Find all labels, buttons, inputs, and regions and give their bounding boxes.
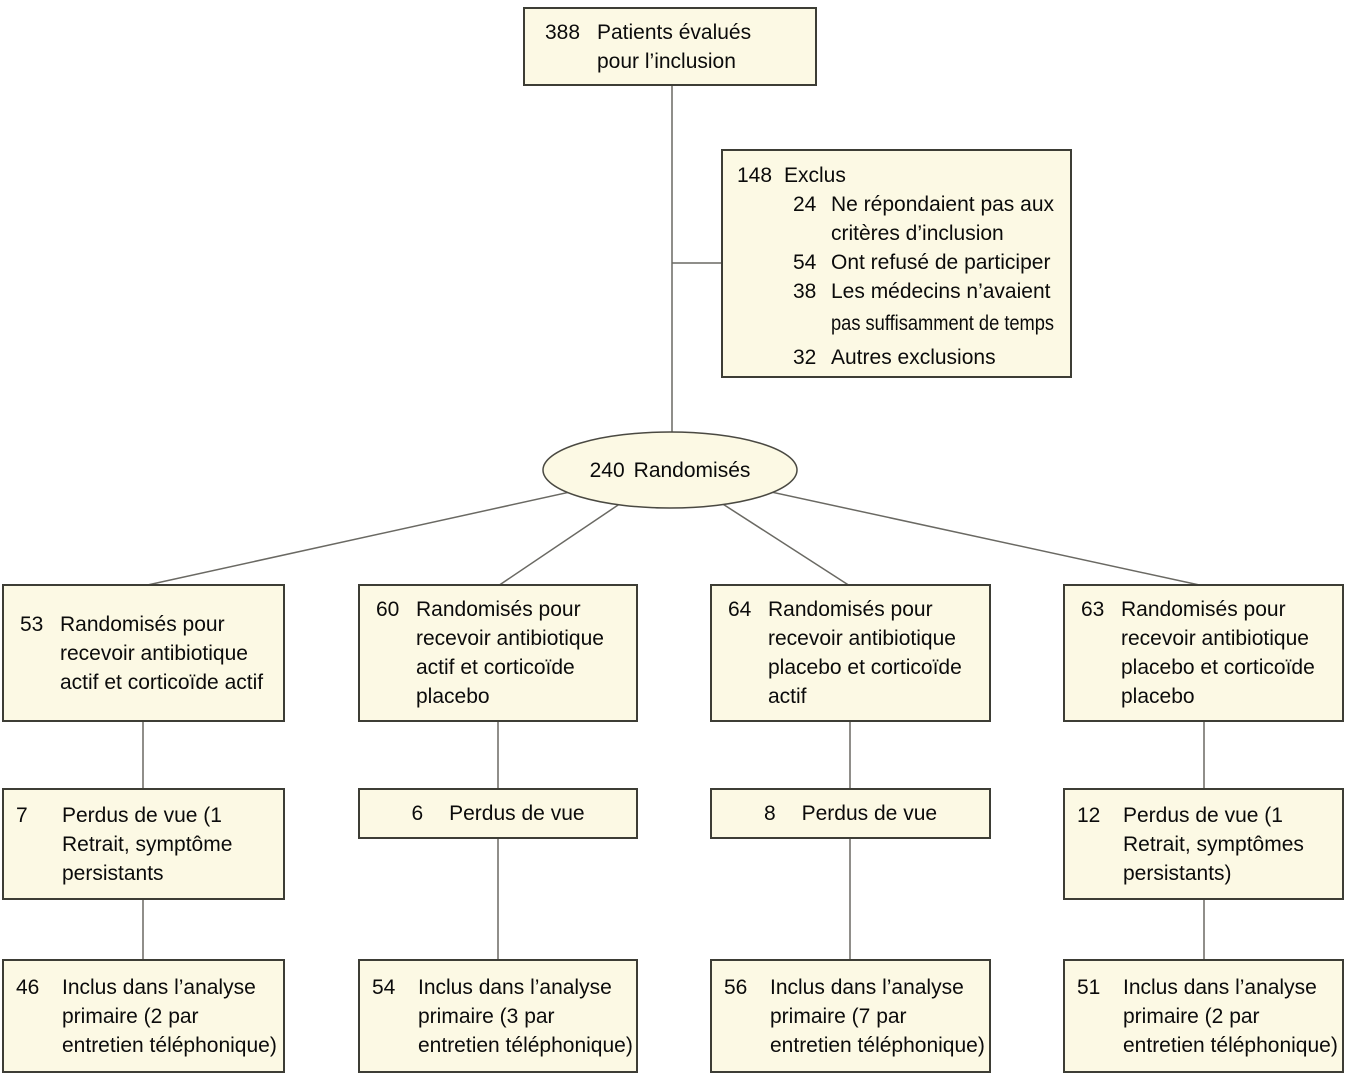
arm1-analyzed-box: 46 Inclus dans l’analyse primaire (2 par… [2, 959, 285, 1073]
arm4-analyzed-row: 51 Inclus dans l’analyse primaire (2 par… [1065, 973, 1342, 1060]
arm2-analyzed-box: 54 Inclus dans l’analyse primaire (3 par… [358, 959, 638, 1073]
arm1-allocated-box: 53 Randomisés pour recevoir antibiotique… [2, 584, 285, 722]
arm1-allocated-label: Randomisés pour recevoir antibiotique ac… [60, 612, 264, 694]
excluded-box: 148 Exclus 24 Ne répondaient pas aux cri… [721, 149, 1072, 378]
reason-label: Ont refusé de participer [831, 251, 1051, 274]
arm2-allocated-row: 60 Randomisés pour recevoir antibiotique… [360, 595, 636, 711]
arm2-analyzed-row: 54 Inclus dans l’analyse primaire (3 par… [360, 973, 636, 1060]
arm1-analyzed-count: 46 [16, 975, 40, 999]
arm3-lost-label: Perdus de vue [801, 802, 938, 825]
assessed-row: 388 Patients évalués pour l’inclusion [525, 18, 815, 76]
arm2-allocated-box: 60 Randomisés pour recevoir antibiotique… [358, 584, 638, 722]
reason-count: 24 [793, 193, 817, 216]
excluded-reason: 24 Ne répondaient pas aux critères d’inc… [793, 190, 1070, 248]
arm1-analyzed-label: Inclus dans l’analyse primaire (2 par en… [62, 975, 277, 1057]
excluded-header: 148 Exclus [737, 161, 1070, 190]
arm4-lost-row: 12 Perdus de vue (1 Retrait, symptômes p… [1065, 801, 1342, 888]
arm3-analyzed-box: 56 Inclus dans l’analyse primaire (7 par… [710, 959, 991, 1073]
arm3-lost-row: 8 Perdus de vue [712, 799, 989, 828]
arm2-allocated-count: 60 [376, 598, 400, 621]
randomized-count: 240 [589, 458, 625, 482]
arm3-lost-count: 8 [763, 802, 776, 825]
assessed-box: 388 Patients évalués pour l’inclusion [523, 7, 817, 86]
arm2-allocated-label: Randomisés pour recevoir antibiotique ac… [416, 598, 604, 708]
arm4-allocated-label: Randomisés pour recevoir antibiotique pl… [1121, 598, 1315, 708]
excluded-reason-list: 24 Ne répondaient pas aux critères d’inc… [793, 190, 1070, 372]
excluded-count: 148 [737, 164, 773, 187]
arm3-analyzed-label: Inclus dans l’analyse primaire (7 par en… [770, 975, 985, 1057]
reason-count: 32 [793, 346, 817, 369]
excluded-label: Exclus [784, 164, 846, 187]
arm3-analyzed-count: 56 [724, 975, 748, 999]
arm4-analyzed-count: 51 [1077, 975, 1101, 999]
reason-label-line2: pas suffisamment de temps [831, 312, 1055, 335]
arm1-lost-row: 7 Perdus de vue (1 Retrait, symptôme per… [4, 801, 283, 888]
arm3-allocated-label: Randomisés pour recevoir antibiotique pl… [768, 598, 962, 708]
arm1-lost-label: Perdus de vue (1 Retrait, symptôme persi… [62, 803, 233, 885]
reason-label: Les médecins n’avaient pas suffisamment d… [831, 277, 1087, 338]
excluded-reason: 32 Autres exclusions [793, 343, 1070, 372]
excluded-reason: 54 Ont refusé de participer [793, 248, 1070, 277]
arm2-lost-label: Perdus de vue [449, 802, 585, 825]
arm2-lost-box: 6 Perdus de vue [358, 788, 638, 839]
arm1-lost-count: 7 [16, 803, 28, 827]
arm1-allocated-row: 53 Randomisés pour recevoir antibiotique… [4, 610, 283, 697]
arm2-analyzed-count: 54 [372, 975, 396, 999]
arm4-lost-count: 12 [1077, 803, 1101, 827]
randomized-node: 240 Randomisés [543, 432, 797, 508]
arm3-lost-box: 8 Perdus de vue [710, 788, 991, 839]
randomized-label: Randomisés [633, 458, 751, 482]
arm4-allocated-box: 63 Randomisés pour recevoir antibiotique… [1063, 584, 1344, 722]
arm3-analyzed-row: 56 Inclus dans l’analyse primaire (7 par… [712, 973, 989, 1060]
arm1-allocated-count: 53 [20, 612, 44, 636]
arm3-allocated-row: 64 Randomisés pour recevoir antibiotique… [712, 595, 989, 711]
arm1-analyzed-row: 46 Inclus dans l’analyse primaire (2 par… [4, 973, 283, 1060]
reason-label-line1: Les médecins n’avaient [831, 280, 1051, 303]
arm4-lost-box: 12 Perdus de vue (1 Retrait, symptômes p… [1063, 788, 1344, 900]
arm4-analyzed-label: Inclus dans l’analyse primaire (2 par en… [1123, 975, 1338, 1057]
arm3-allocated-count: 64 [728, 598, 752, 621]
reason-label: Autres exclusions [831, 346, 996, 369]
arm4-lost-label: Perdus de vue (1 Retrait, symptômes pers… [1123, 803, 1304, 885]
reason-count: 54 [793, 251, 817, 274]
reason-label: Ne répondaient pas aux critères d’inclus… [831, 193, 1054, 245]
excluded-reason: 38 Les médecins n’avaient pas suffisammen… [793, 277, 1070, 338]
assessed-label: Patients évalués pour l’inclusion [597, 20, 752, 73]
arm2-lost-row: 6 Perdus de vue [360, 799, 636, 828]
arm2-analyzed-label: Inclus dans l’analyse primaire (3 par en… [418, 975, 633, 1057]
arm3-allocated-box: 64 Randomisés pour recevoir antibiotique… [710, 584, 991, 722]
arm4-allocated-row: 63 Randomisés pour recevoir antibiotique… [1065, 595, 1342, 711]
reason-count: 38 [793, 280, 817, 303]
arm4-allocated-count: 63 [1081, 598, 1105, 621]
randomized-ellipse-shape [542, 431, 798, 509]
arm2-lost-count: 6 [411, 802, 424, 825]
arm4-analyzed-box: 51 Inclus dans l’analyse primaire (2 par… [1063, 959, 1344, 1073]
assessed-count: 388 [545, 20, 581, 44]
arm1-lost-box: 7 Perdus de vue (1 Retrait, symptôme per… [2, 788, 285, 900]
